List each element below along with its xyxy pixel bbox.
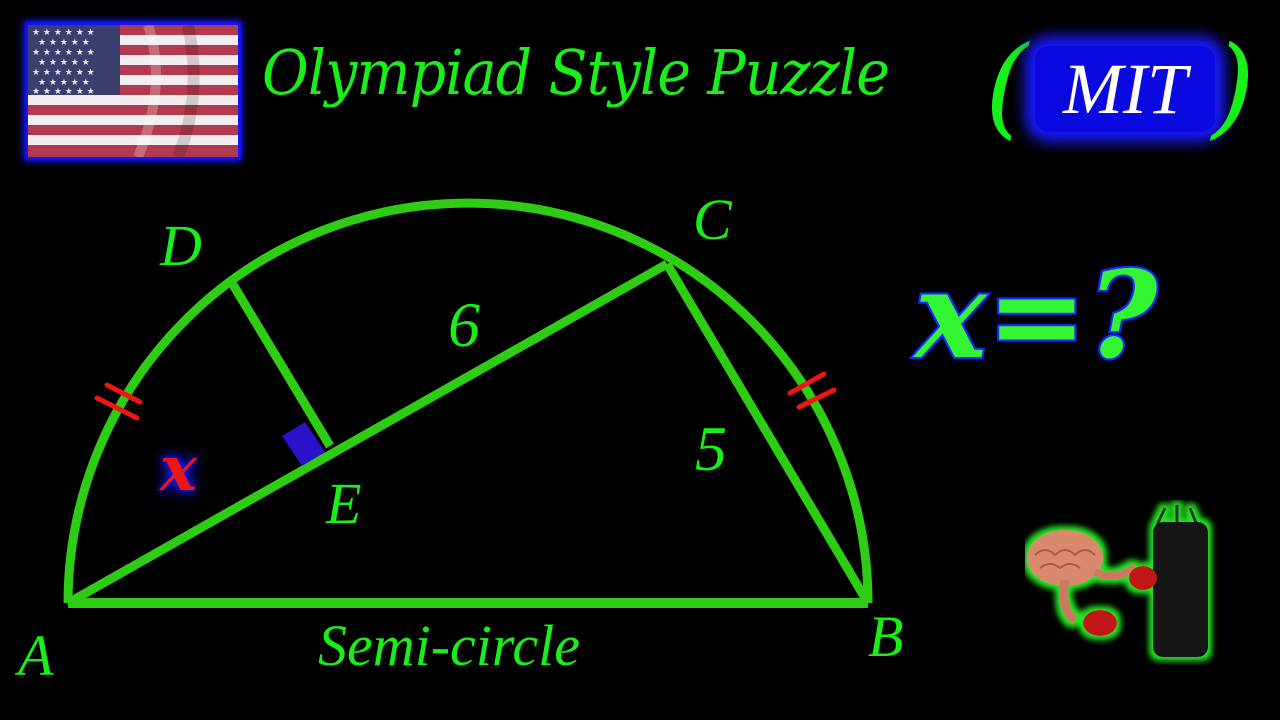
mit-badge: MIT	[1035, 46, 1215, 132]
point-e-label: E	[326, 471, 362, 536]
semicircle-caption: Semi-circle	[318, 613, 580, 678]
length-6-label: 6	[448, 289, 480, 360]
right-angle-marker	[282, 422, 325, 466]
svg-text:★ ★ ★ ★ ★ ★: ★ ★ ★ ★ ★ ★	[32, 28, 95, 38]
point-a-label: A	[18, 623, 54, 688]
chord-cb	[663, 261, 872, 606]
semicircle-arc	[63, 198, 873, 604]
svg-text:★ ★ ★ ★ ★: ★ ★ ★ ★ ★	[38, 58, 90, 68]
point-b-label: B	[868, 604, 904, 669]
svg-text:★ ★ ★ ★ ★ ★: ★ ★ ★ ★ ★ ★	[32, 68, 95, 78]
tick-mark-cb	[787, 371, 827, 396]
brain-boxing-icon	[1027, 505, 1208, 657]
svg-text:★ ★ ★ ★ ★ ★: ★ ★ ★ ★ ★ ★	[32, 87, 95, 97]
unknown-x-label: x	[160, 432, 197, 505]
open-paren: (	[985, 22, 1028, 150]
chord-ac	[65, 260, 670, 607]
length-5-label: 5	[695, 413, 727, 484]
close-paren: )	[1212, 22, 1255, 150]
tick-mark-ad	[94, 395, 140, 421]
svg-text:★ ★ ★ ★ ★: ★ ★ ★ ★ ★	[38, 78, 90, 88]
svg-text:★ ★ ★ ★ ★ ★: ★ ★ ★ ★ ★ ★	[32, 48, 95, 58]
svg-text:★ ★ ★ ★ ★: ★ ★ ★ ★ ★	[38, 38, 90, 48]
point-c-label: C	[693, 187, 732, 252]
us-flag-icon: ★ ★ ★ ★ ★ ★ ★ ★ ★ ★ ★ ★ ★ ★ ★ ★ ★ ★ ★ ★ …	[28, 25, 238, 157]
segment-de	[228, 280, 334, 449]
question-text: x=?	[913, 243, 1159, 388]
page-title: Olympiad Style Puzzle	[262, 36, 890, 109]
point-d-label: D	[160, 213, 202, 278]
